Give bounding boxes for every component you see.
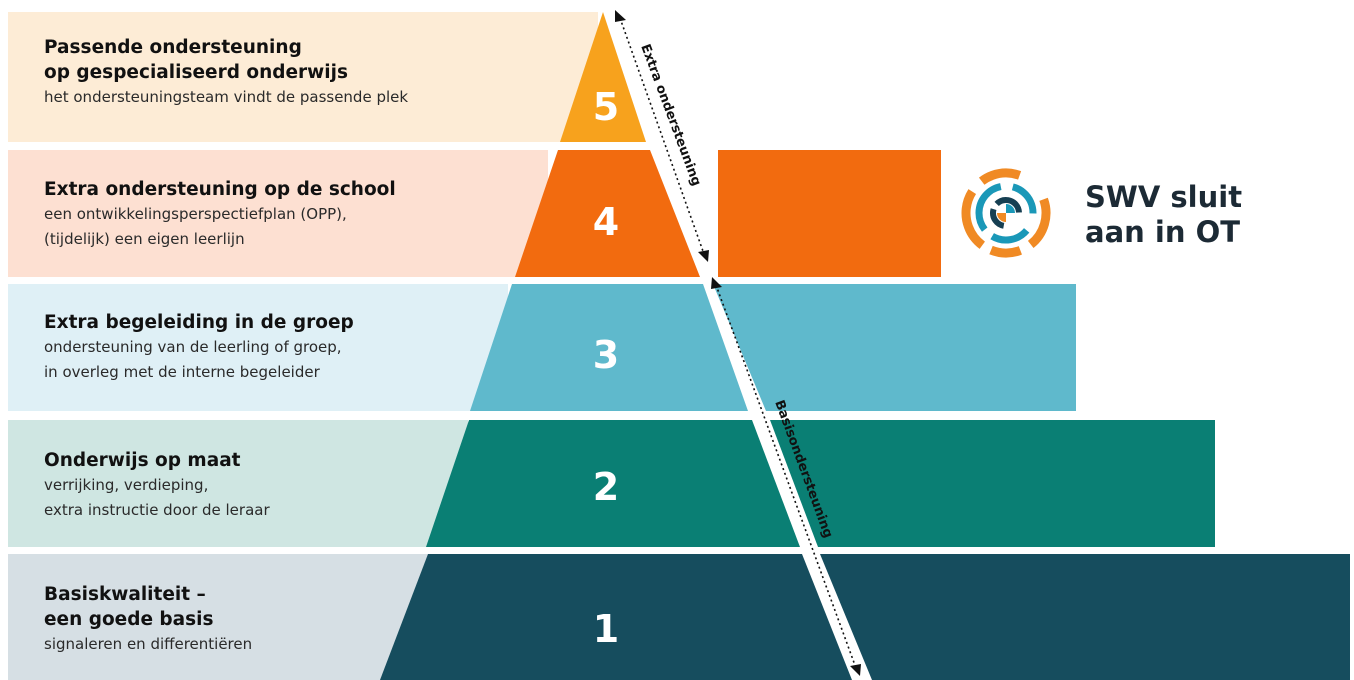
- level-4-title: Extra ondersteuning op de school: [44, 179, 396, 200]
- extra-support-arrow: [615, 10, 709, 262]
- level-5-description: het ondersteuningsteam vindt de passende…: [44, 88, 409, 106]
- level-3-description: ondersteuning van de leerling of groep, …: [44, 338, 342, 381]
- level-1-description: signaleren en differentiëren: [44, 635, 253, 653]
- level-1-text: Basiskwaliteit – een goede basis signale…: [44, 582, 504, 657]
- level-4-text: Extra ondersteuning op de school een ont…: [44, 177, 504, 252]
- level-2-text: Onderwijs op maat verrijking, verdieping…: [44, 448, 504, 523]
- level-5-title: Passende ondersteuning op gespecialiseer…: [44, 37, 348, 83]
- level-5-text: Passende ondersteuning op gespecialiseer…: [44, 35, 504, 110]
- level-4-number: 4: [593, 200, 619, 244]
- level-4-description: een ontwikkelingsperspectiefplan (OPP), …: [44, 205, 347, 248]
- level-2-title: Onderwijs op maat: [44, 450, 241, 471]
- level-3-title: Extra begeleiding in de groep: [44, 312, 354, 333]
- level-4-band: [8, 150, 548, 277]
- level-4-trapezoid: [515, 150, 700, 277]
- level-1-trapezoid: [380, 554, 852, 680]
- level-1-band: [8, 554, 428, 680]
- level-2-right-bar: [770, 420, 1215, 547]
- swv-logo-text: SWV sluit aan in OT: [1085, 180, 1243, 249]
- basic-support-arrow: [711, 277, 861, 676]
- level-5-triangle: [560, 12, 646, 142]
- swv-ring-logo-icon: [961, 168, 1051, 258]
- level-3-trapezoid: [470, 284, 748, 411]
- level-3-band: [8, 284, 508, 411]
- level-5-number: 5: [593, 85, 619, 129]
- level-3-right-bar: [713, 284, 1076, 411]
- level-1-number: 1: [593, 607, 619, 651]
- level-5-band: [8, 12, 598, 142]
- level-3-number: 3: [593, 333, 619, 377]
- level-2-number: 2: [593, 465, 619, 509]
- level-2-description: verrijking, verdieping, extra instructie…: [44, 476, 270, 519]
- level-2-trapezoid: [426, 420, 800, 547]
- level-1-right-bar: [820, 554, 1350, 680]
- level-4-right-bar: [718, 150, 941, 277]
- level-2-band: [8, 420, 468, 547]
- level-1-title: Basiskwaliteit – een goede basis: [44, 584, 214, 630]
- level-3-text: Extra begeleiding in de groep ondersteun…: [44, 310, 504, 385]
